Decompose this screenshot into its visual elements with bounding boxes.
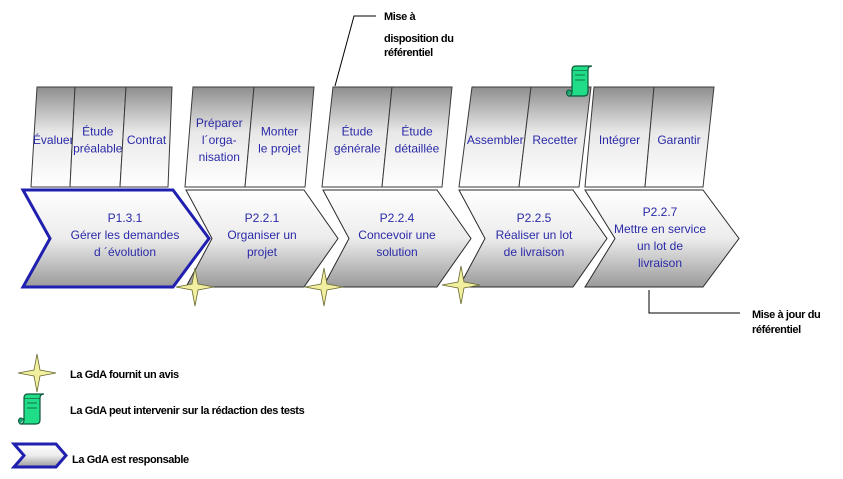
task-label: l´orga- [202,133,237,147]
scroll-icon [566,65,593,97]
task-label: Étude [82,124,114,139]
process-label: Réaliser un lot [496,228,573,242]
legend-scroll-icon [18,393,45,425]
process-code: P2.2.5 [517,211,552,225]
process-label: de livraison [504,245,565,259]
task-label: Garantir [657,133,700,147]
task-box: Garantir [644,86,715,188]
top-note-line-1: Mise à [384,11,417,23]
bottom-note-line-2: référentiel [752,324,801,336]
process-label: Mettre en service [614,222,706,236]
task-label: Recetter [532,133,577,147]
task-label: Contrat [127,133,167,147]
legend-chevron-label: La GdA est responsable [72,454,189,466]
process-label: d ´évolution [94,245,156,259]
legend: La GdA fournit un avis La GdA peut inter… [10,353,305,469]
bottom-note-leader [648,290,740,314]
task-box: Recetter [518,86,592,188]
star-icon [441,265,481,305]
top-note-line-2: disposition du [384,33,454,45]
task-boxes: Évaluer Étude préalable Contrat Préparer l´or… [30,86,715,188]
process-code: P2.2.1 [245,211,280,225]
process-code: P2.2.4 [380,211,415,225]
scroll-icon [18,393,45,425]
task-label: préalable [73,142,123,156]
process-label: Gérer les demandes [71,228,180,242]
scroll-icon [566,65,593,97]
legend-scroll-label: La GdA peut intervenir sur la rédaction … [70,405,305,417]
process-label: un lot de [637,239,683,253]
star-icon [17,353,57,393]
task-box: Préparer l´orga-nisation [184,86,255,188]
task-label: Monter [261,125,298,139]
task-box: Assembler [458,86,532,188]
task-label: Préparer [196,116,243,130]
task-box: Monter le projet [244,86,315,188]
task-label: Intégrer [599,133,640,147]
task-box: Contrat [119,86,173,188]
task-label: Assembler [467,133,524,147]
process-label: solution [376,245,417,259]
task-label: Étude [342,124,374,139]
star-icon [304,267,344,307]
task-label: détaillée [395,142,440,156]
process-code: P2.2.7 [643,205,678,219]
task-box: Étude préalable [69,86,127,188]
task-box: Évaluer [30,86,76,188]
task-box: Intégrer [584,86,655,188]
legend-chevron-icon [10,442,68,469]
process-label: projet [247,245,278,259]
process-label: livraison [638,256,682,270]
legend-star-icon [17,353,57,393]
process-label: Organiser un [227,228,296,242]
task-box: Étude générale [321,86,393,188]
legend-star-label: La GdA fournit un avis [70,369,179,381]
task-label: Évaluer [33,132,74,147]
top-note-line-3: référentiel [384,47,433,59]
task-box: Étude détaillée [381,86,453,188]
star-icon [175,267,215,307]
task-label: générale [334,142,381,156]
chevron-icon [10,442,68,469]
bottom-note-line-1: Mise à jour du [752,309,820,321]
task-label: le projet [258,142,301,156]
process-code: P1.3.1 [108,211,143,225]
top-note-leader [334,15,376,87]
advice-stars [175,265,481,307]
task-label: Étude [401,124,433,139]
task-label: nisation [199,150,240,164]
process-label: Concevoir une [358,228,436,242]
